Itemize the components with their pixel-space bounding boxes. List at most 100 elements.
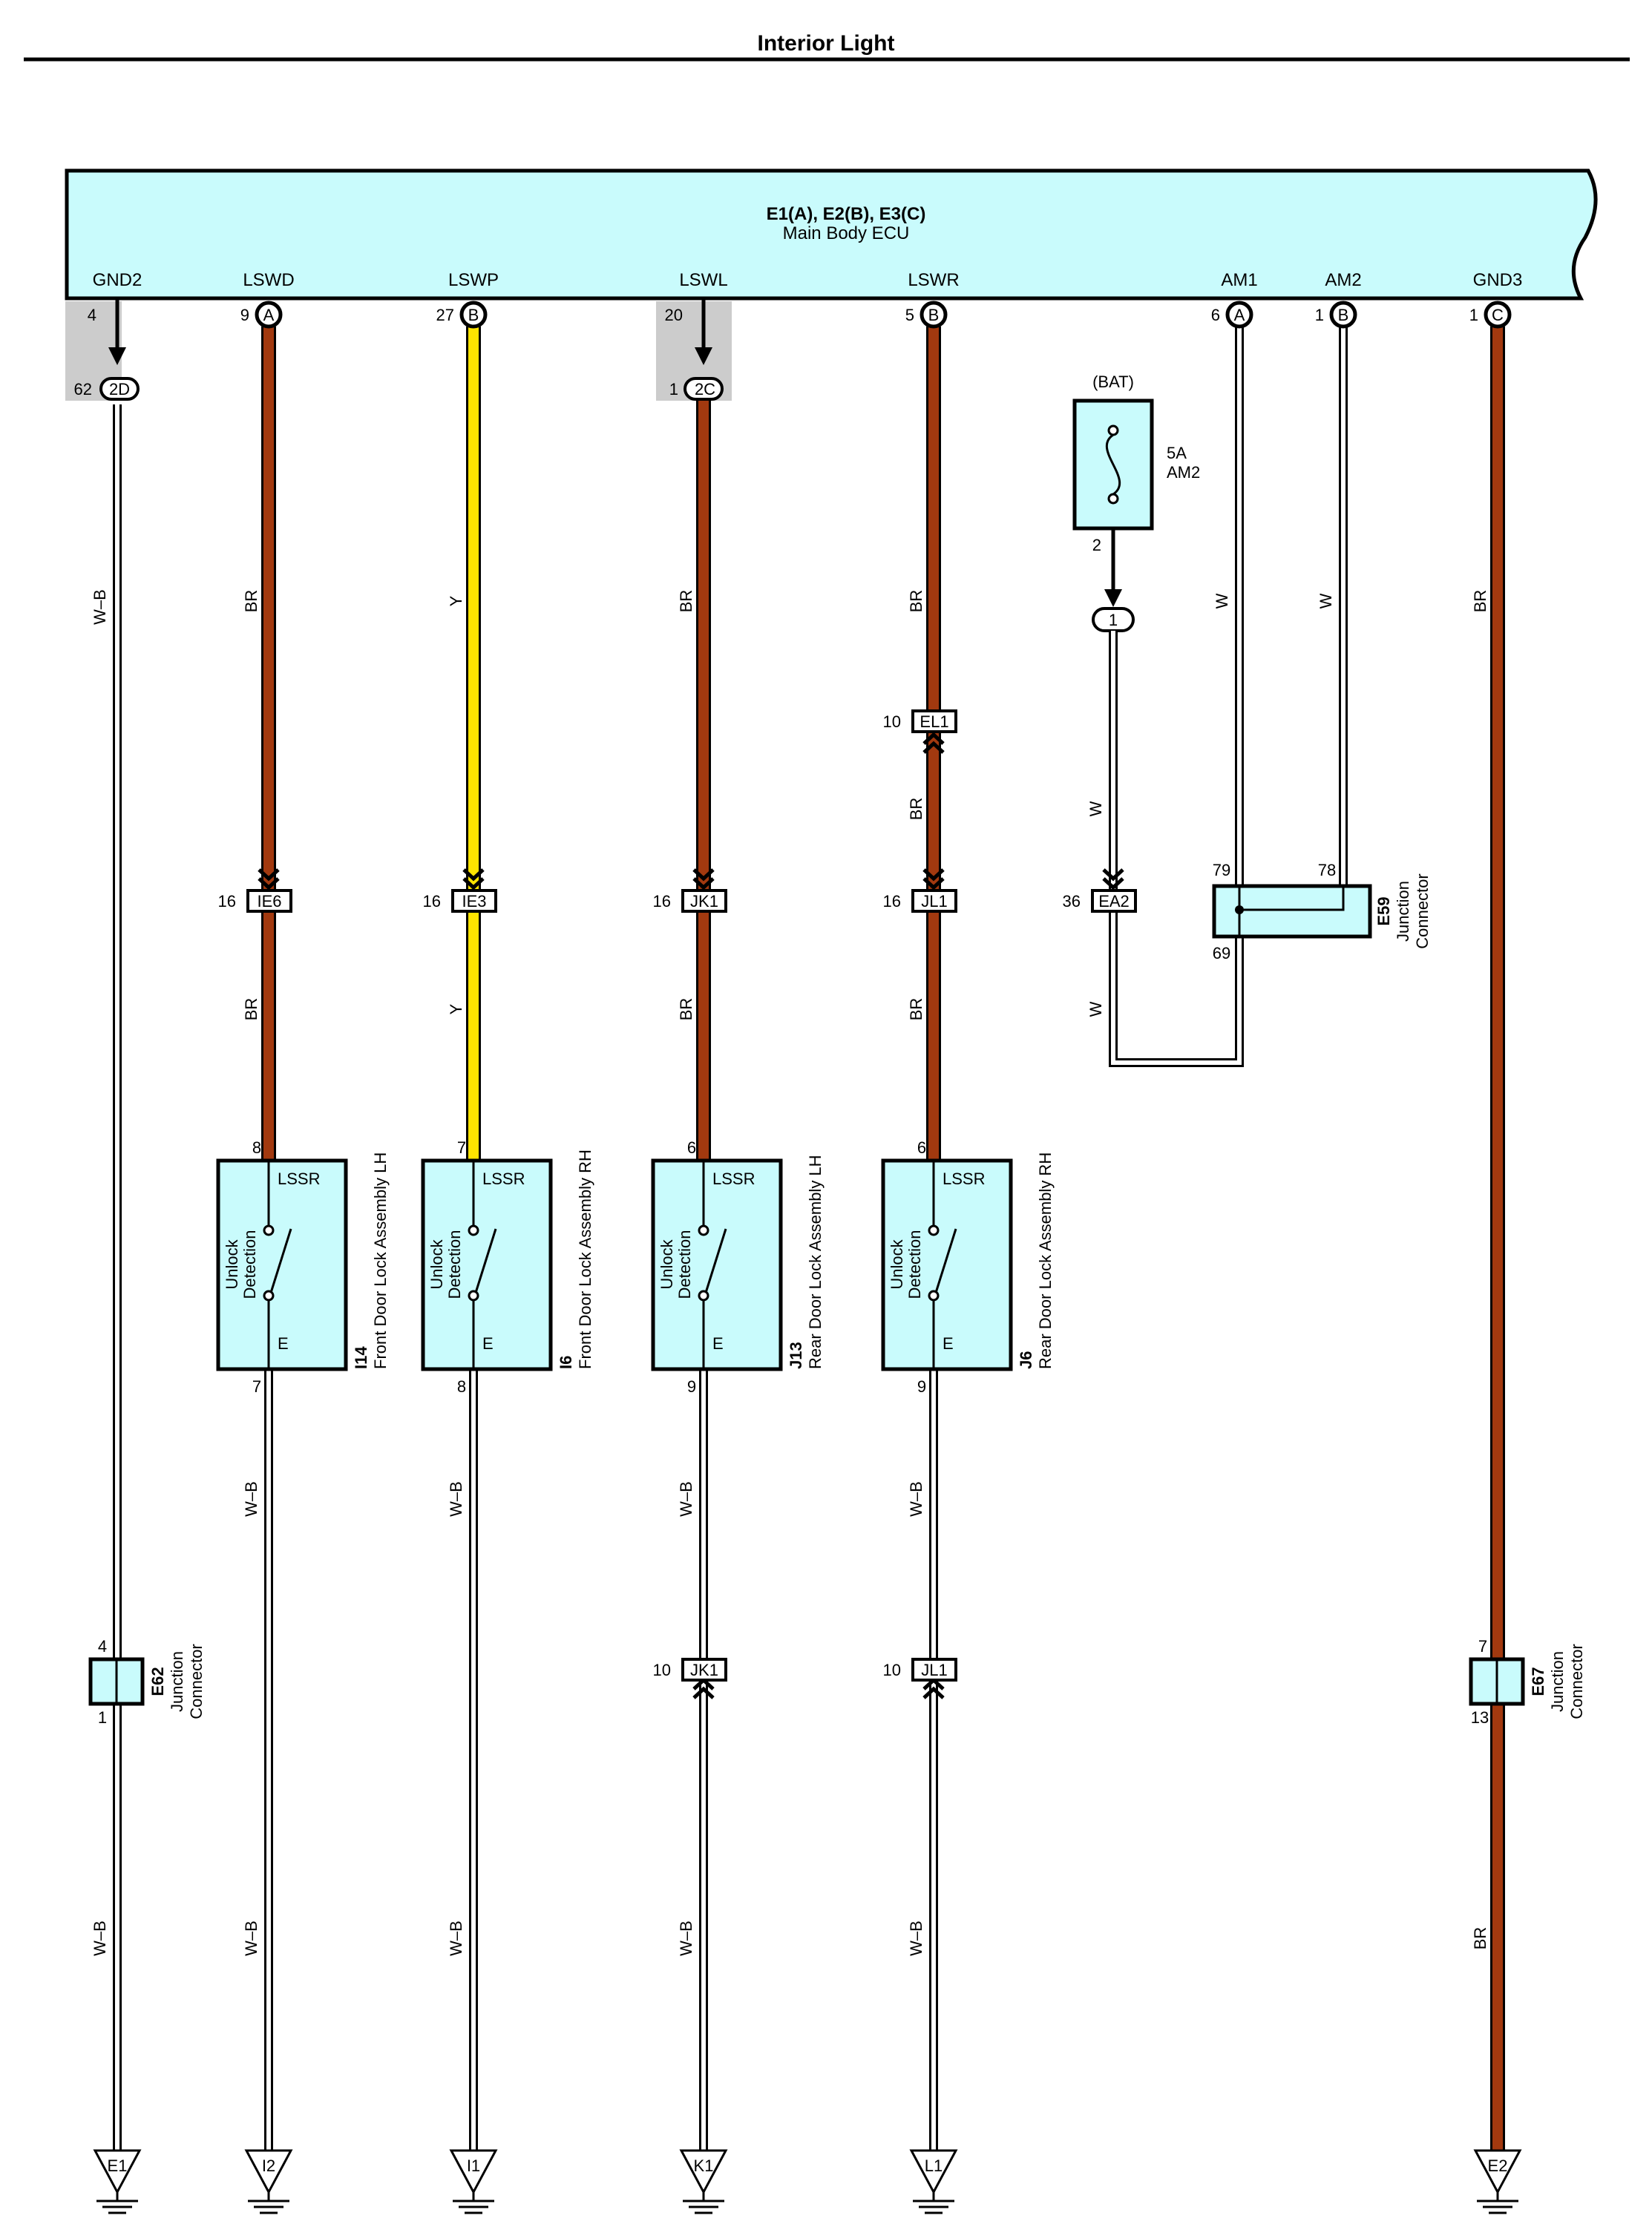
wire-label-lswl-2: BR	[677, 998, 695, 1021]
connector-2c-label: 2C	[695, 380, 715, 398]
connector-2c	[684, 377, 724, 401]
pin-lswl: 20	[665, 306, 683, 324]
switch-j6-bot-label: E	[943, 1334, 954, 1353]
connector-ie3	[451, 889, 497, 913]
terminal-lswd: LSWD	[243, 270, 294, 290]
conn-am1: A	[1234, 306, 1245, 324]
e67-id: E67	[1529, 1667, 1547, 1696]
switch-i6-pin-top: 7	[457, 1138, 466, 1157]
connector-ie3-label: IE3	[462, 892, 486, 911]
e67-pin-bottom: 13	[1471, 1708, 1489, 1727]
switch-i14-func2: Detection	[240, 1230, 259, 1299]
switch-i14-pin-bot: 7	[252, 1377, 261, 1396]
fuse-pin: 2	[1092, 536, 1101, 554]
connector-2d-label: 2D	[109, 380, 130, 398]
switch-j13-pin-bot: 9	[687, 1377, 696, 1396]
pin-circle-gnd3	[1484, 301, 1512, 329]
connector-jk1-upper	[681, 889, 727, 913]
fuse-name: AM2	[1167, 463, 1200, 482]
page-title: Interior Light	[758, 31, 895, 56]
switch-i14-desc: Front Door Lock Assembly LH	[371, 1152, 390, 1369]
ecu-terminal-names: GND2 LSWD LSWP LSWL LSWR AM1 AM2 GND3	[93, 270, 1523, 290]
conn-am2: B	[1338, 306, 1349, 324]
ground-e1-label: E1	[108, 2156, 128, 2175]
switch-j6-func1: Unlock	[888, 1239, 906, 1289]
e59-pin-a: 79	[1213, 861, 1230, 879]
pin-circle-lswp	[459, 301, 488, 329]
terminal-gnd2: GND2	[93, 270, 142, 290]
wire-label-lswr-1: BR	[907, 590, 925, 613]
pin-circle-lswr	[920, 301, 948, 329]
switch-j13-top-label: LSSR	[712, 1170, 755, 1188]
wire-label-lswr-2: BR	[907, 798, 925, 821]
switch-j13-func1: Unlock	[658, 1239, 676, 1289]
connector-jk1-upper-label: JK1	[690, 892, 718, 911]
switch-j6-func2: Detection	[905, 1230, 924, 1299]
e67-desc1: Junction	[1548, 1651, 1567, 1712]
pin-lswd: 9	[240, 306, 249, 324]
connector-ie6-label: IE6	[257, 892, 281, 911]
wire-label-gnd3-2: BR	[1471, 1927, 1489, 1950]
e59-pin-c: 69	[1213, 944, 1230, 962]
connector-el1-pin: 10	[883, 712, 901, 731]
wire-label-lswp-4: W–B	[447, 1920, 465, 1956]
terminal-gnd3: GND3	[1473, 270, 1523, 290]
wire-label-lswl-1: BR	[677, 590, 695, 613]
terminal-am2: AM2	[1325, 270, 1361, 290]
wire-label-lswr-5: W–B	[907, 1920, 925, 1956]
wire-label-lswl-4: W–B	[677, 1920, 695, 1956]
e59-pin-b: 78	[1318, 861, 1336, 879]
wire-label-fuse-1: W	[1086, 801, 1105, 816]
switch-j13-id: J13	[787, 1342, 805, 1369]
e62-id: E62	[148, 1667, 167, 1696]
switch-j13-pin-top: 6	[687, 1138, 696, 1157]
wire-label-gnd2-1: W–B	[91, 589, 109, 625]
switch-i14-pin-top: 8	[252, 1138, 261, 1157]
connector-jl1-upper	[911, 889, 957, 913]
connector-jl1-lower-pin: 10	[883, 1661, 901, 1679]
pin-gnd3: 1	[1469, 306, 1478, 324]
wire-fuse-w	[1109, 631, 1244, 1067]
connector-jl1-lower-label: JL1	[921, 1661, 947, 1679]
connector-ea2-pin: 36	[1063, 892, 1081, 911]
switch-i14	[216, 1158, 348, 1371]
conn-lswp: B	[468, 306, 479, 324]
switch-i6-id: I6	[557, 1356, 575, 1369]
conn-lswd: A	[263, 306, 275, 324]
wire-label-lswd-4: W–B	[242, 1920, 260, 1956]
wire-label-lswl-3: W–B	[677, 1481, 695, 1517]
switch-j13-func2: Detection	[675, 1230, 694, 1299]
wire-label-lswp-2: Y	[447, 1003, 465, 1014]
wire-label-am1: W	[1213, 593, 1231, 609]
connector-ea2-label: EA2	[1098, 892, 1130, 911]
main-body-ecu-box	[65, 168, 1598, 301]
switch-i6-bot-label: E	[482, 1334, 494, 1353]
switch-i6-top-label: LSSR	[482, 1170, 525, 1188]
ground-e2-label: E2	[1488, 2156, 1508, 2175]
ground-i2-label: I2	[262, 2156, 275, 2175]
pin-circle-lswd	[255, 301, 283, 329]
wire-gnd2	[108, 300, 126, 2152]
switch-i14-bot-label: E	[278, 1334, 289, 1353]
connector-ea2	[1091, 889, 1137, 913]
pin-am2: 1	[1315, 306, 1324, 324]
wire-label-fuse-2: W	[1086, 1001, 1105, 1017]
wire-label-lswr-3: BR	[907, 998, 925, 1021]
connector-ie3-pin: 16	[423, 892, 441, 911]
connector-el1	[911, 709, 957, 733]
switch-j13	[651, 1158, 783, 1371]
wire-label-gnd3-1: BR	[1471, 590, 1489, 613]
connector-el1-label: EL1	[920, 712, 948, 731]
fuse-source: (BAT)	[1092, 373, 1134, 391]
pin-gnd2: 4	[88, 306, 96, 324]
switch-j13-desc: Rear Door Lock Assembly LH	[806, 1155, 825, 1369]
wire-label-lswp-1: Y	[447, 595, 465, 606]
connector-jl1-upper-label: JL1	[921, 892, 947, 911]
ground-i1-label: I1	[467, 2156, 480, 2175]
wire-label-lswd-1: BR	[242, 590, 260, 613]
connector-jl1-lower	[911, 1658, 957, 1682]
fuse-element-icon	[1105, 433, 1121, 496]
switch-j6-top-label: LSSR	[943, 1170, 985, 1188]
e62-desc1: Junction	[168, 1651, 186, 1712]
